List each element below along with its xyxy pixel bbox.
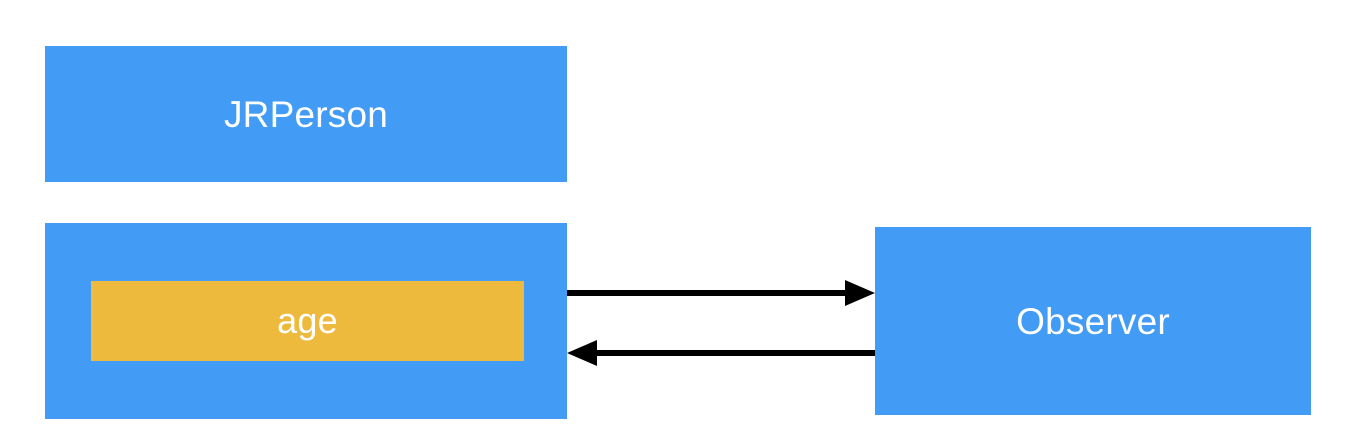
node-observer[interactable]: Observer [875, 227, 1311, 415]
node-age-label: age [277, 300, 338, 341]
node-jrperson[interactable]: JRPerson [45, 46, 567, 182]
node-jrperson-label: JRPerson [223, 93, 389, 135]
node-jrperson-body[interactable]: age [45, 223, 567, 419]
node-observer-label: Observer [1016, 300, 1170, 342]
arrowhead-left-icon [567, 340, 597, 366]
node-age[interactable]: age [91, 281, 524, 361]
arrowhead-right-icon [845, 280, 875, 306]
edge-observer-to-age[interactable] [567, 340, 875, 366]
edge-age-to-observer[interactable] [567, 280, 875, 306]
